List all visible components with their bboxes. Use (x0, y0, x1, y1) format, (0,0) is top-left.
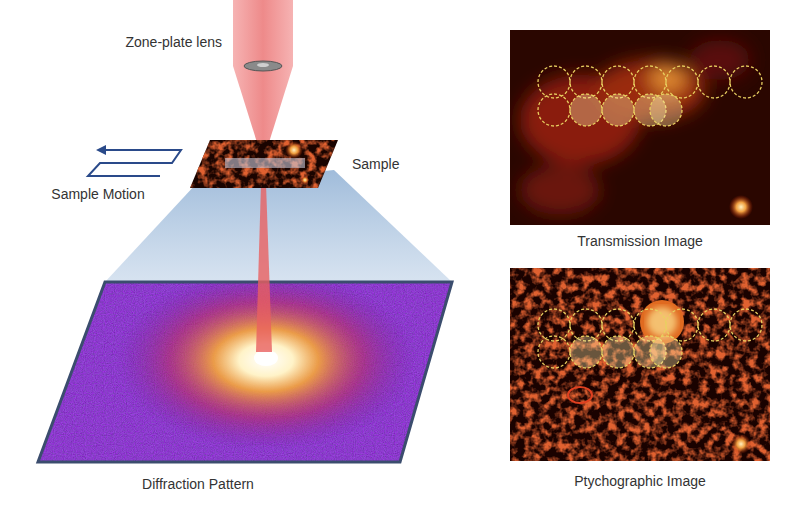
lens-label: Zone-plate lens (125, 34, 222, 51)
sample-label: Sample (352, 156, 399, 173)
motion-label: Sample Motion (51, 186, 144, 203)
panel-caption: Ptychographic Image (574, 473, 706, 490)
panel-caption: Transmission Image (577, 233, 703, 250)
detector-label: Diffraction Pattern (142, 476, 254, 493)
